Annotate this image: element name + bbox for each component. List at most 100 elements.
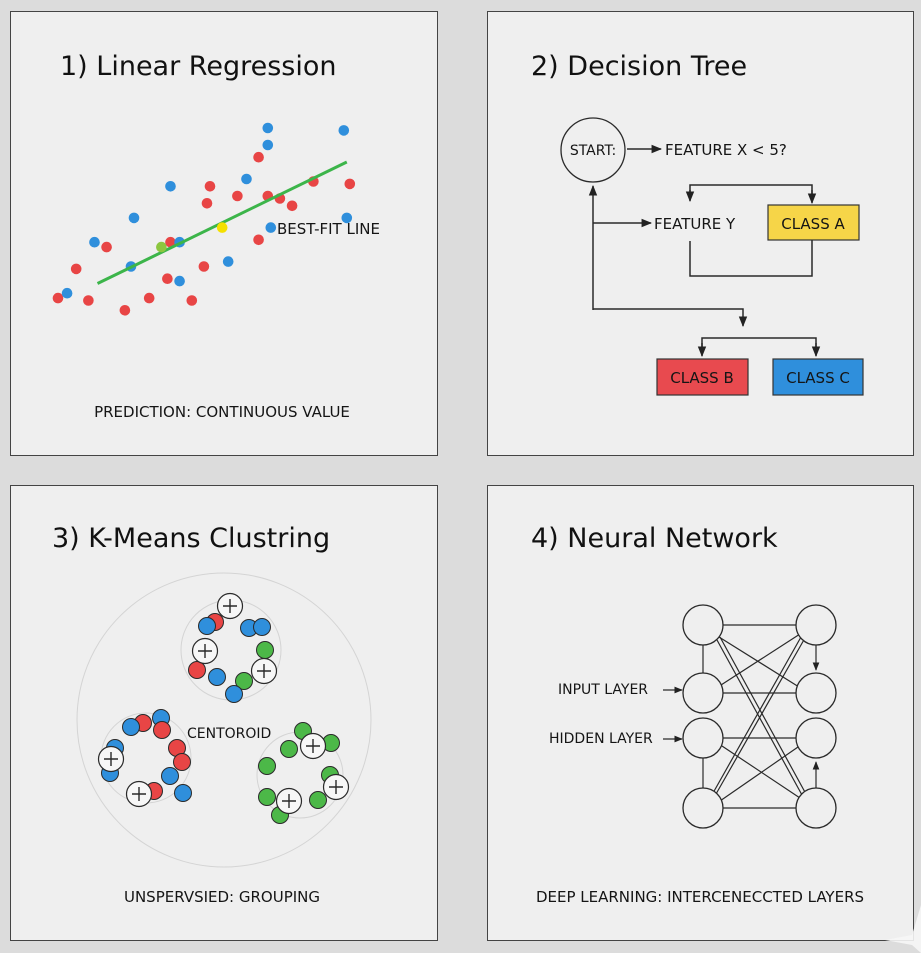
node [795,717,837,759]
edge [712,636,802,794]
scatter-point-red [119,305,131,316]
node [682,717,724,759]
branch-down-arrow [593,308,748,328]
neural-network-group: 4) Neural Network [531,523,864,906]
scatter-point-red [186,295,198,306]
centroid-plus-icon [216,592,244,620]
scatter-point-red [70,263,82,275]
plus-glyph [257,664,271,678]
edge [719,746,799,802]
scatter-point-blue [128,212,140,224]
plus-glyph [104,752,118,766]
scatter-point-red [253,151,264,163]
panel-title-linear-regression: 1) Linear Regression [60,51,336,82]
cluster-point-blue [161,767,179,785]
scatter-point-red [162,273,173,285]
node [682,604,724,646]
centroid-plus-icon [299,732,327,760]
node [795,604,837,646]
node [682,787,724,829]
scatter-point-blue [241,173,252,185]
panel-kmeans-clustering [10,485,438,941]
scatter-point-blue [265,222,277,233]
class-a-label: CLASS A [781,215,845,233]
scatter-point-red [253,234,264,246]
best-fit-line-label: BEST-FIT LINE [277,220,380,238]
network-nodes [682,604,837,829]
cluster-point-red [188,661,206,679]
scatter-point-red [201,198,213,209]
plus-glyph [132,787,146,801]
feature-y-class-a-loop [689,240,813,277]
scatter-point-blue [338,125,350,136]
centroid-plus-icon [275,787,303,815]
panel-title-decision-tree: 2) Decision Tree [531,51,747,82]
scatter-point-red [83,295,94,306]
scatter-point-red [286,200,298,212]
node [795,787,837,829]
highlight-points [156,222,228,253]
cluster-point-blue [174,784,192,802]
start-label: START: [570,143,616,159]
input-layer-label: INPUT LAYER [558,682,648,698]
edge [715,637,806,795]
cluster-point-blue [122,718,140,736]
node [682,672,724,714]
kmeans-caption: UNSPERVSIED: GROUPING [124,888,320,906]
scatter-point-blue [61,287,73,299]
kmeans-points [101,613,340,824]
scatter-point-red [232,190,243,202]
outer-boundary-circle [76,572,372,868]
linear-regression-caption: PREDICTION: CONTINUOUS VALUE [94,403,350,421]
scatter-point-blue [174,275,185,287]
node [795,672,837,714]
class-c-box [772,358,864,396]
centroid-label: CENTOROID [187,726,271,742]
scatter-point-red [204,181,216,192]
edge [720,633,801,686]
cluster-point-green [235,672,253,690]
decision-tree-group: 2) Decision Tree START: FEATURE X < 5? F… [531,51,864,396]
scatter-point-blue [341,212,353,224]
kmeans-centroids [97,592,350,815]
scatter-point-blue [222,256,234,267]
plus-glyph [306,739,320,753]
scatter-point-red [101,241,112,253]
edge [719,636,807,795]
class-c-label: CLASS C [786,369,850,387]
cluster-point-green [256,641,274,659]
scatter-point-yellow [216,222,228,233]
scatter-point-blue [165,181,176,192]
start-node [560,117,626,183]
panel-title-kmeans: 3) K-Means Clustring [52,523,330,554]
edge [718,636,800,688]
centroid-plus-icon [322,773,350,801]
split-bracket-bottom [701,337,817,352]
class-b-label: CLASS B [670,369,734,387]
cluster-point-blue [225,685,243,703]
scatter-point-light-green [156,241,167,253]
centroid-plus-icon [97,745,125,773]
cluster-point-blue [253,618,271,636]
network-edges [702,624,820,809]
centroid-plus-icon [125,780,153,808]
sparkle-watermark-icon [885,905,921,953]
scatter-point-red [165,236,176,248]
plus-glyph [329,780,343,794]
hidden-layer-label: HIDDEN LAYER [549,731,653,747]
scatter-point-red [143,292,155,304]
cluster-point-green [258,757,276,775]
scatter-point-red [198,261,210,272]
plus-glyph [198,644,212,658]
scatter-point-blue [89,236,100,248]
class-a-box [767,204,860,241]
cluster-point-red [173,753,191,771]
panel-title-neural-network: 4) Neural Network [531,523,778,554]
cluster-point-red [153,721,171,739]
cluster-point-green [258,788,276,806]
kmeans-group: 3) K-Means Clustring CENTOROID UNSPERVSI… [52,523,372,906]
scatter-point-blue [262,122,274,134]
panel-linear-regression [10,11,438,456]
cluster-point-green [280,740,298,758]
